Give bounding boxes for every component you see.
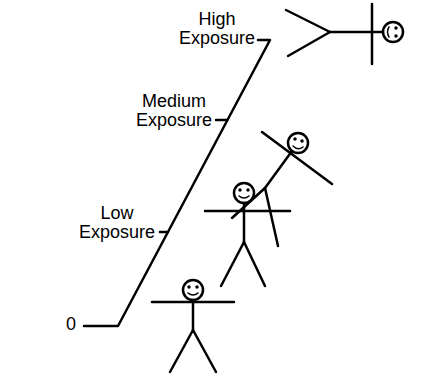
- stick-figure: [205, 183, 290, 286]
- axis-label: Medium Exposure: [136, 92, 212, 130]
- stick-figure: [152, 280, 234, 372]
- axis-tick: [160, 231, 168, 234]
- axis-label: High Exposure: [179, 10, 255, 48]
- axis-tick: [216, 119, 227, 122]
- exposure-axis: [84, 40, 270, 326]
- stick-figure: [232, 132, 332, 246]
- stick-figure: [286, 4, 403, 64]
- axis-label: Low Exposure: [79, 204, 155, 242]
- axis-label: 0: [66, 315, 76, 334]
